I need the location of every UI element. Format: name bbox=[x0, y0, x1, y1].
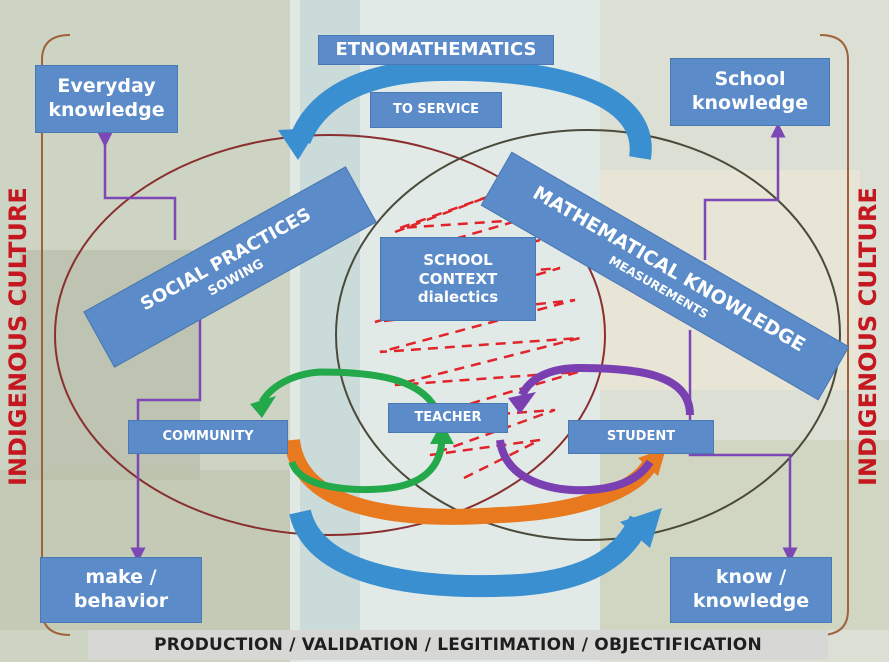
green-arrowhead-left bbox=[250, 396, 276, 418]
math-knowledge-ellipse bbox=[335, 129, 841, 541]
connector-know bbox=[688, 330, 798, 563]
teacher-box: TEACHER bbox=[388, 403, 508, 433]
student-box: STUDENT bbox=[568, 420, 714, 454]
top-blue-arrowhead bbox=[278, 128, 318, 160]
purple-arrowhead-left bbox=[508, 392, 536, 414]
social-practices-ellipse bbox=[54, 134, 606, 536]
indigenous-culture-left-label: INDIGENOUS CULTURE bbox=[4, 187, 32, 486]
everyday-knowledge-box: Everyday knowledge bbox=[35, 65, 178, 133]
production-validation-bar: PRODUCTION / VALIDATION / LEGITIMATION /… bbox=[88, 630, 828, 660]
know-knowledge-box: know / knowledge bbox=[670, 557, 832, 623]
community-box: COMMUNITY bbox=[128, 420, 288, 454]
purple-arrow-bottom bbox=[496, 439, 654, 495]
etnomathematics-title: ETNOMATHEMATICS bbox=[318, 35, 554, 65]
to-service-label: TO SERVICE bbox=[370, 92, 502, 128]
indigenous-culture-right-label: INDIGENOUS CULTURE bbox=[854, 187, 882, 486]
bottom-blue-arrow bbox=[289, 508, 651, 598]
green-arrow-top bbox=[258, 368, 444, 422]
orange-arrowhead bbox=[638, 448, 666, 476]
right-bracket bbox=[819, 34, 849, 636]
dialectics-dashed-line bbox=[374, 194, 581, 482]
green-arrowhead-right bbox=[430, 422, 454, 444]
purple-arrow-top bbox=[518, 363, 694, 416]
bottom-blue-arrowhead bbox=[620, 508, 662, 548]
left-bracket bbox=[41, 34, 71, 636]
connector-everyday bbox=[97, 132, 177, 240]
green-arrow-bottom bbox=[288, 439, 446, 494]
make-behavior-box: make / behavior bbox=[40, 557, 202, 623]
school-knowledge-box: School knowledge bbox=[670, 58, 830, 126]
connector-school bbox=[703, 122, 786, 260]
orange-arrow bbox=[284, 438, 660, 525]
school-context-box: SCHOOL CONTEXT dialectics bbox=[380, 237, 536, 321]
top-blue-arrow bbox=[289, 58, 652, 160]
connector-make bbox=[130, 300, 202, 563]
